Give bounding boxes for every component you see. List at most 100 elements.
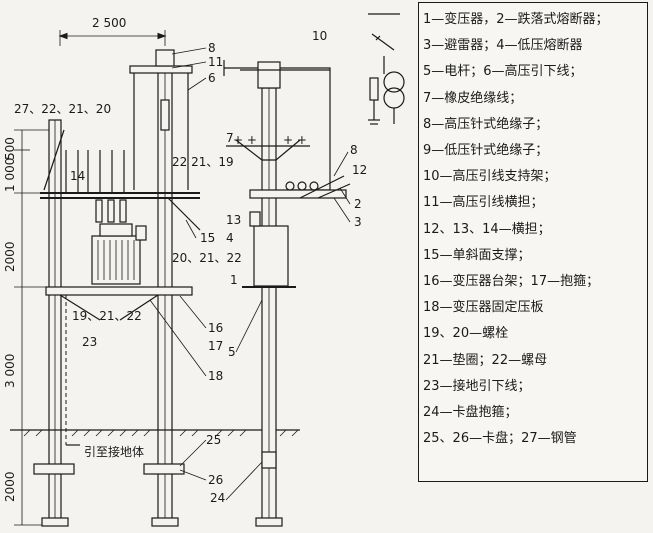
legend-item: 10—高压引线支持架；: [423, 169, 557, 185]
arrow-left: [58, 32, 68, 40]
chuck-plate-left: [33, 463, 75, 475]
label-26: 26: [208, 473, 223, 487]
plus-sign: + +: [233, 133, 257, 147]
schematic-fuse: [371, 33, 395, 51]
label-24: 24: [210, 491, 225, 505]
label-27-22-21-20: 27、22、21、20: [14, 102, 111, 116]
label-10: 10: [312, 29, 327, 43]
label-25: 25: [206, 433, 221, 447]
surge-arrester: [317, 183, 351, 199]
chuck-hoop: [261, 451, 277, 469]
label-12: 12: [352, 163, 367, 177]
dim-h1: 500: [3, 137, 17, 160]
leader: [179, 469, 207, 481]
leader: [187, 77, 207, 91]
drop-out-fuse: [299, 175, 345, 199]
leader: [339, 187, 351, 205]
dim-h2: 1 000: [3, 158, 17, 192]
schematic-arrester: [369, 77, 379, 101]
side-crossarm: [249, 189, 347, 199]
leader: [149, 299, 207, 377]
leader: [225, 461, 263, 501]
dim-h5: 2000: [3, 471, 17, 502]
side-top-bracket: [257, 61, 281, 89]
label-20-21-22: 20、21、22: [172, 251, 242, 265]
label-22-21-19: 22 21、19: [172, 155, 234, 169]
leader: [333, 197, 351, 223]
lv-fuse-side: [249, 211, 261, 227]
legend-item: 21—垫圈；22—螺母: [423, 352, 548, 368]
base-side: [255, 517, 283, 527]
legend-item: 25、26—卡盘；27—钢管: [423, 431, 577, 447]
insulator: [297, 181, 307, 191]
base-left: [41, 517, 69, 527]
hv-insulator-top: [155, 49, 175, 67]
hv-lead-crossarm: [129, 65, 193, 74]
leader: [333, 151, 349, 177]
side-transformer: [253, 225, 289, 287]
legend-item: 9—低压针式绝缘子；: [423, 143, 549, 159]
leader: [179, 439, 207, 467]
transformer-symbol-top: [383, 71, 405, 93]
label-8b: 8: [350, 143, 358, 157]
single-slope-brace: [167, 197, 201, 231]
legend-item: 1—变压器，2—跌落式熔断器；: [423, 12, 609, 27]
label-18: 18: [208, 369, 223, 383]
label-19-21-22: 19、21、22: [72, 309, 142, 323]
insulator: [309, 181, 319, 191]
fuse-mark: [375, 35, 381, 41]
label-8a: 8: [208, 41, 216, 55]
legend-item: 18—变压器固定压板: [423, 300, 544, 316]
legend-item: 23—接地引下线；: [423, 378, 531, 394]
arrow-right: [157, 32, 167, 40]
transformer-platform: [45, 286, 193, 296]
base-right: [151, 517, 179, 527]
label-14: 14: [70, 169, 85, 183]
legend-item: 12、13、14—横担；: [423, 221, 551, 237]
label-4: 4: [226, 231, 234, 245]
dim-top-width: 2 500: [92, 16, 126, 30]
leader: [179, 295, 207, 329]
label-3: 3: [354, 215, 362, 229]
transformer-top: [99, 223, 133, 237]
legend-item: 15—单斜面支撑；: [423, 247, 531, 263]
conservator: [135, 225, 147, 241]
chuck-plate-right: [143, 463, 185, 475]
leader: [171, 47, 207, 55]
label-16: 16: [208, 321, 223, 335]
label-1: 1: [230, 273, 238, 287]
lv-fuse: [119, 199, 127, 223]
label-6: 6: [208, 71, 216, 85]
legend-item: 3—避雷器；4—低压熔断器: [423, 38, 583, 54]
dim-h3: 2000: [3, 241, 17, 272]
ground-hatch: [23, 429, 299, 437]
platform-brace: [59, 294, 101, 321]
platform-brace: [119, 294, 159, 321]
leader: [235, 299, 263, 353]
label-11: 11: [208, 55, 223, 69]
fuse-front: [160, 99, 170, 131]
legend-item: 11—高压引线横担；: [423, 195, 544, 211]
rubber-wire: [235, 139, 301, 161]
label-15: 15: [200, 231, 215, 245]
legend-box: 1—变压器，2—跌落式熔断器； 3—避雷器；4—低压熔断器 5—电杆；6—高压引下线…: [418, 2, 648, 482]
plus-sign: + +: [283, 133, 307, 147]
transformer-symbol-bottom: [383, 87, 405, 109]
lv-fuse: [95, 199, 103, 223]
dim-h4: 3 000: [3, 354, 17, 388]
insulator: [285, 181, 295, 191]
legend-item: 24—卡盘抱箍；: [423, 405, 518, 421]
legend-item: 16—变压器台架；17—抱箍；: [423, 274, 600, 290]
legend-item: 5—电杆；6—高压引下线；: [423, 64, 583, 80]
diagonal-brace: [43, 129, 65, 191]
label-23: 23: [82, 335, 97, 349]
leader: [171, 61, 207, 69]
label-5: 5: [228, 345, 236, 359]
label-7: 7: [226, 131, 234, 145]
lv-fuse: [107, 199, 115, 223]
label-2: 2: [354, 197, 362, 211]
legend-item: 8—高压针式绝缘子；: [423, 116, 549, 132]
legend-item: 7—橡皮绝缘线；: [423, 90, 523, 106]
label-13: 13: [226, 213, 241, 227]
